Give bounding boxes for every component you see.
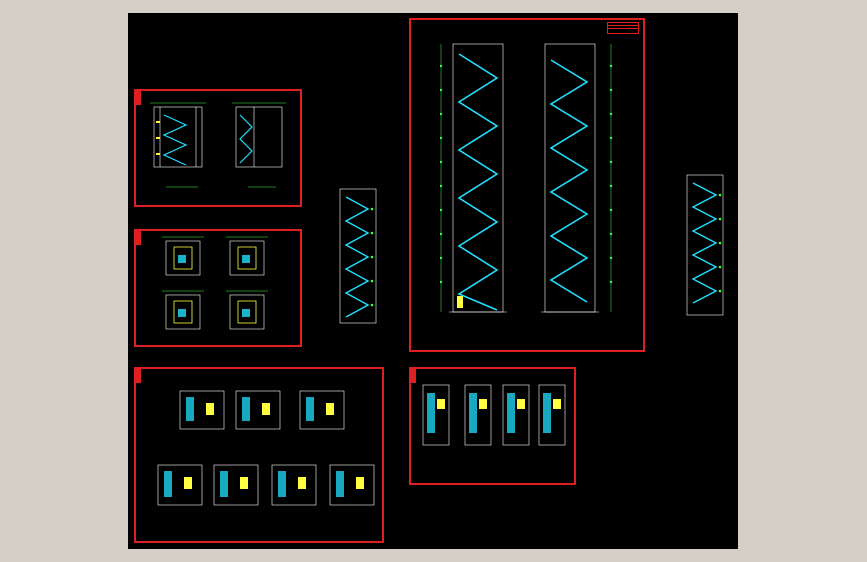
floor-plan-drawings <box>157 390 375 506</box>
sheet-tag <box>136 91 141 105</box>
cad-drawing-canvas[interactable] <box>128 13 738 549</box>
stair-section-drawings <box>150 102 286 188</box>
sheet-stair-sections-main[interactable] <box>409 18 645 352</box>
sheet-stair-plans-a[interactable] <box>134 229 302 347</box>
main-section-drawings <box>439 43 613 313</box>
sheet-tag <box>136 231 141 245</box>
stair-plan-drawings <box>162 236 268 330</box>
title-block <box>607 22 639 34</box>
sheet-tag <box>411 369 416 383</box>
sheet-stair-plans-c[interactable] <box>409 367 576 485</box>
sheet-stair-sections-a[interactable] <box>134 89 302 207</box>
unit-plan-drawings <box>422 384 566 446</box>
sheet-stair-plans-b[interactable] <box>134 367 384 543</box>
sheet-tag <box>136 369 141 383</box>
stair-section-standalone <box>339 174 724 324</box>
